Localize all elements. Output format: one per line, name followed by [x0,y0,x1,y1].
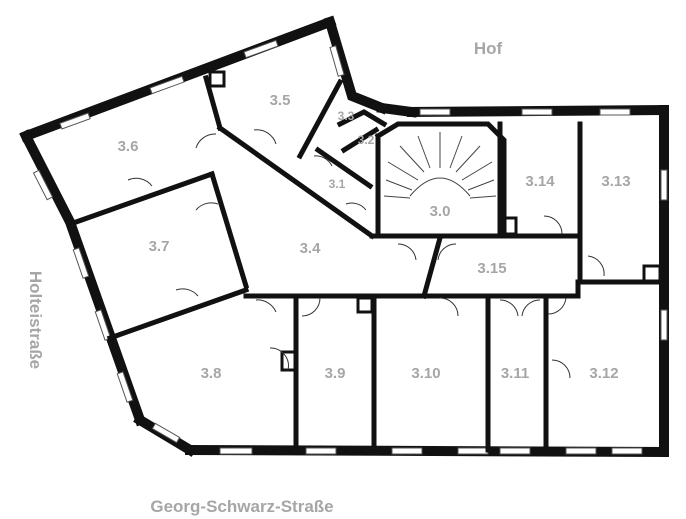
room-3-15-label: 3.15 [477,260,506,277]
room-3-7-label: 3.7 [149,238,170,255]
room-3-3-label: 3.3 [338,109,355,123]
room-3-1-label: 3.1 [329,177,346,191]
room-3-8-label: 3.8 [201,365,222,382]
interior-walls [72,74,667,453]
south-street-label: Georg-Schwarz-Straße [150,497,333,516]
room-3-0-label: 3.0 [430,203,451,220]
room-3-6-label: 3.6 [118,138,139,155]
staircase [383,132,497,199]
room-3-9-label: 3.9 [325,365,346,382]
door-swings [127,129,605,379]
room-3-13-label: 3.13 [601,173,630,190]
room-3-5-label: 3.5 [270,92,291,109]
courtyard-label: Hof [474,39,503,58]
closets [208,70,662,372]
room-3-11-label: 3.11 [501,365,529,382]
room-3-14-label: 3.14 [525,173,555,190]
room-3-4-label: 3.4 [300,240,322,257]
room-3-2-label: 3.2 [358,133,375,147]
west-street-label: Holteistraße [26,271,45,369]
windows [32,39,668,455]
room-3-10-label: 3.10 [411,365,440,382]
room-3-12-label: 3.12 [589,365,618,382]
room-labels: 3.0 3.1 3.2 3.3 3.4 3.5 3.6 3.7 3.8 3.9 … [118,92,631,382]
